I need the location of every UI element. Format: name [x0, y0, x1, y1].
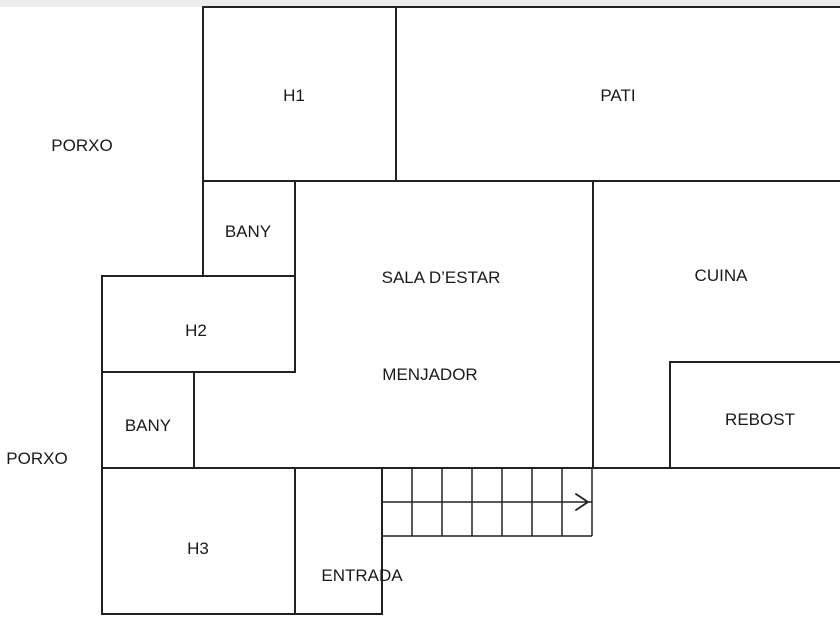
label-bany-upper: BANY: [225, 222, 271, 241]
label-h2: H2: [185, 321, 207, 340]
label-porxo-bottom: PORXO: [6, 449, 67, 468]
walls: [101, 6, 840, 615]
label-pati: PATI: [600, 86, 635, 105]
top-strip: [0, 0, 840, 7]
label-cuina: CUINA: [695, 266, 749, 285]
stair-arrow-icon: [575, 493, 589, 511]
label-sala-destar: SALA D’ESTAR: [382, 268, 501, 287]
label-entrada: ENTRADA: [321, 566, 403, 585]
label-h1: H1: [283, 86, 305, 105]
label-porxo-top: PORXO: [51, 136, 112, 155]
label-menjador: MENJADOR: [382, 365, 477, 384]
label-h3: H3: [187, 539, 209, 558]
stairs: [382, 468, 593, 537]
label-bany-lower: BANY: [125, 416, 171, 435]
label-rebost: REBOST: [725, 410, 795, 429]
